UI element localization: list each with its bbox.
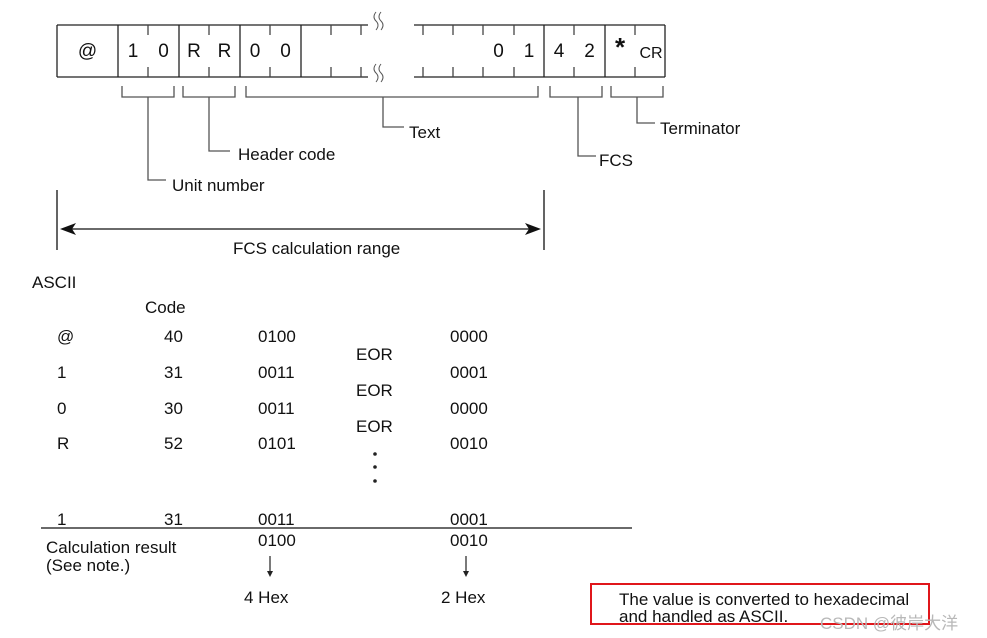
bracket-fcs — [549, 86, 603, 98]
hex-high: 4 Hex — [244, 588, 289, 607]
row-char: 1 — [57, 363, 67, 382]
eor-label: EOR — [356, 417, 393, 436]
note-line-2: and handled as ASCII. — [619, 607, 789, 626]
cell-text-n2: 1 — [523, 41, 535, 62]
row-char: @ — [57, 327, 75, 346]
label-terminator: Terminator — [660, 119, 741, 138]
bracket-header-code — [182, 86, 236, 98]
leader-unit-number — [147, 97, 166, 181]
last-row-high: 0011 — [258, 510, 295, 529]
note-line-1: The value is converted to hexadecimal — [619, 590, 910, 609]
cell-unit-2: 0 — [158, 41, 169, 62]
last-row-low: 0001 — [450, 510, 488, 529]
row-high: 0011 — [258, 399, 295, 418]
cell-unit-1: 1 — [127, 41, 139, 62]
cell-fcs-1: 4 — [553, 41, 565, 62]
cell-header-1: R — [187, 41, 201, 62]
break-symbol — [373, 11, 384, 83]
leader-fcs — [577, 97, 596, 157]
row-low: 0000 — [450, 399, 488, 418]
label-fcs-range: FCS calculation range — [233, 239, 401, 258]
label-header-code: Header code — [238, 145, 336, 164]
eor-label: EOR — [356, 381, 393, 400]
row-low: 0000 — [450, 327, 488, 346]
cell-text-n1: 0 — [493, 41, 504, 62]
last-row-code: 31 — [164, 510, 183, 529]
arrow-right-icon — [525, 223, 541, 235]
watermark: CSDN @彼岸大洋 — [820, 614, 959, 633]
header-ascii: ASCII — [32, 273, 77, 292]
note-text: The value is converted to hexadecimal an… — [619, 591, 909, 625]
bracket-unit-number — [121, 86, 175, 98]
row-code: 30 — [164, 399, 183, 418]
cell-header-2: R — [217, 41, 232, 62]
row-code: 40 — [164, 327, 183, 346]
note-box — [590, 583, 930, 625]
result-label: Calculation result — [46, 538, 177, 557]
cell-fcs-2: 2 — [584, 41, 595, 62]
cell-terminator-cr: CR — [639, 45, 663, 62]
row-high: 0011 — [258, 363, 295, 382]
result-high: 0100 — [258, 531, 296, 550]
row-high: 0100 — [258, 327, 296, 346]
cell-text-1: 0 — [249, 41, 261, 62]
cell-terminator-star: * — [614, 32, 626, 62]
leader-header-code — [208, 97, 230, 152]
result-low: 0010 — [450, 531, 488, 550]
result-note: (See note.) — [46, 556, 131, 575]
arrow-down-icon — [267, 571, 273, 577]
label-text: Text — [409, 123, 441, 142]
hex-low: 2 Hex — [441, 588, 486, 607]
cell-start: @ — [77, 41, 98, 62]
cell-text-2: 0 — [280, 41, 291, 62]
row-code: 52 — [164, 434, 183, 453]
bracket-text — [245, 86, 539, 98]
arrow-left-icon — [60, 223, 76, 235]
ellipsis-dots — [373, 452, 377, 483]
row-char: R — [57, 434, 70, 453]
last-row-char: 1 — [57, 510, 67, 529]
eor-label: EOR — [356, 345, 393, 364]
row-low: 0010 — [450, 434, 488, 453]
arrow-down-icon — [463, 571, 469, 577]
header-code: Code — [145, 298, 186, 317]
row-char: 0 — [57, 399, 67, 418]
label-fcs: FCS — [599, 151, 633, 170]
row-high: 0101 — [258, 434, 296, 453]
row-code: 31 — [164, 363, 183, 382]
leader-text — [382, 97, 404, 128]
leader-terminator — [636, 97, 655, 124]
bracket-terminator — [610, 86, 664, 98]
row-low: 0001 — [450, 363, 488, 382]
label-unit-number: Unit number — [172, 176, 265, 195]
